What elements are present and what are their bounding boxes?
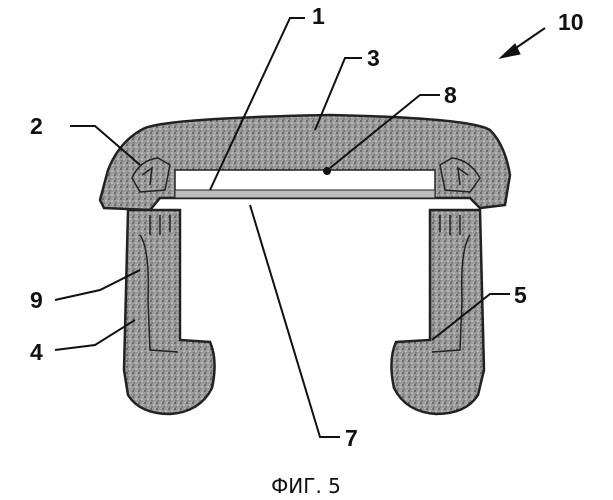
center-point xyxy=(323,167,331,175)
label-4: 4 xyxy=(30,339,43,365)
label-8: 8 xyxy=(444,82,457,108)
label-10: 10 xyxy=(558,9,584,35)
right-leg-body xyxy=(391,210,484,414)
label-1: 1 xyxy=(312,3,325,29)
left-leg-body xyxy=(124,210,215,414)
leader-4 xyxy=(55,320,135,350)
figure-caption: ФИГ. 5 xyxy=(271,474,341,498)
label-3: 3 xyxy=(367,45,380,71)
label-9: 9 xyxy=(30,287,43,313)
label-5: 5 xyxy=(514,282,527,308)
slot-base-strip xyxy=(175,190,435,198)
label-2: 2 xyxy=(30,113,43,139)
leader-7 xyxy=(250,205,340,437)
label-7: 7 xyxy=(345,425,358,451)
